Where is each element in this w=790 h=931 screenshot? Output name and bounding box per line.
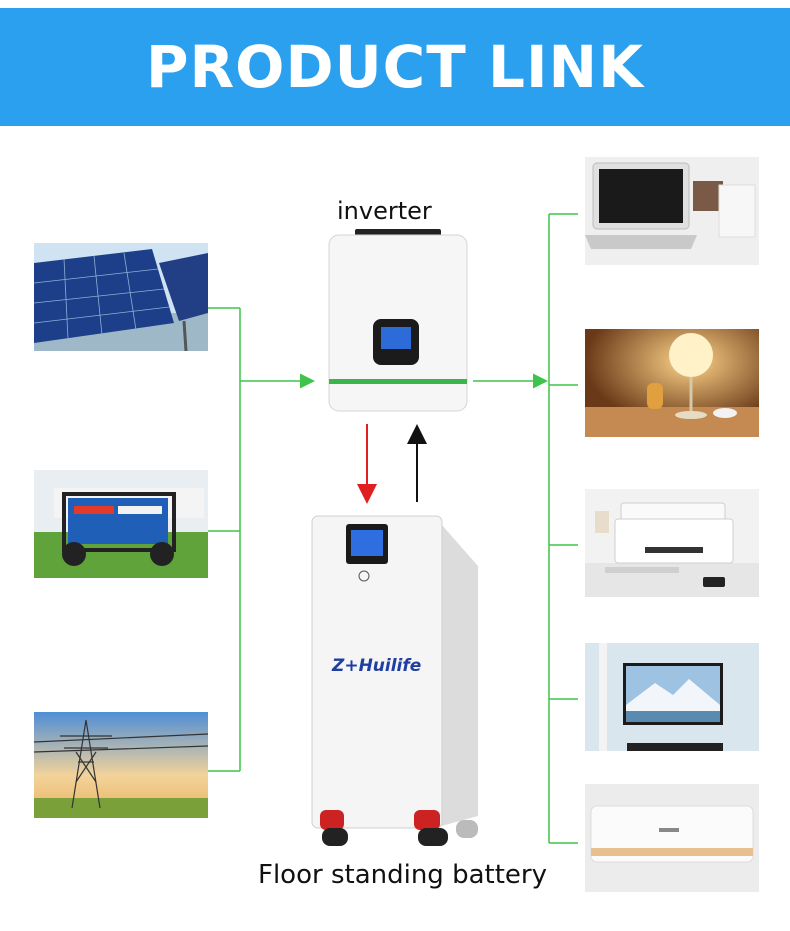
generator-icon [34,470,208,578]
air-conditioner-icon [585,784,759,892]
page-title: PRODUCT LINK [145,33,645,101]
lamp-icon [585,329,759,437]
inverter-icon [328,229,468,412]
solar-panel-icon [34,243,208,351]
printer-icon [585,489,759,597]
tv-icon [585,643,759,751]
header-banner: PRODUCT LINK [0,8,790,126]
printer-image [585,489,759,597]
laptop-icon [585,157,759,265]
television-image [585,643,759,751]
power-tower-icon [34,712,208,818]
battery-image: Z+Huilife [306,510,486,856]
generator-image [34,470,208,578]
inverter-label: inverter [337,197,432,225]
battery-icon [311,515,478,846]
air-conditioner-image [585,784,759,892]
load-bus-wires [473,213,578,844]
battery-label: Floor standing battery [258,860,547,890]
solar-panel-image [34,243,208,351]
laptop-image [585,157,759,265]
inverter-image [327,229,469,414]
power-grid-image [34,712,208,818]
source-bus-wires [208,307,315,772]
battery-brand: Z+Huilife [332,656,422,676]
table-lamp-image [585,329,759,437]
